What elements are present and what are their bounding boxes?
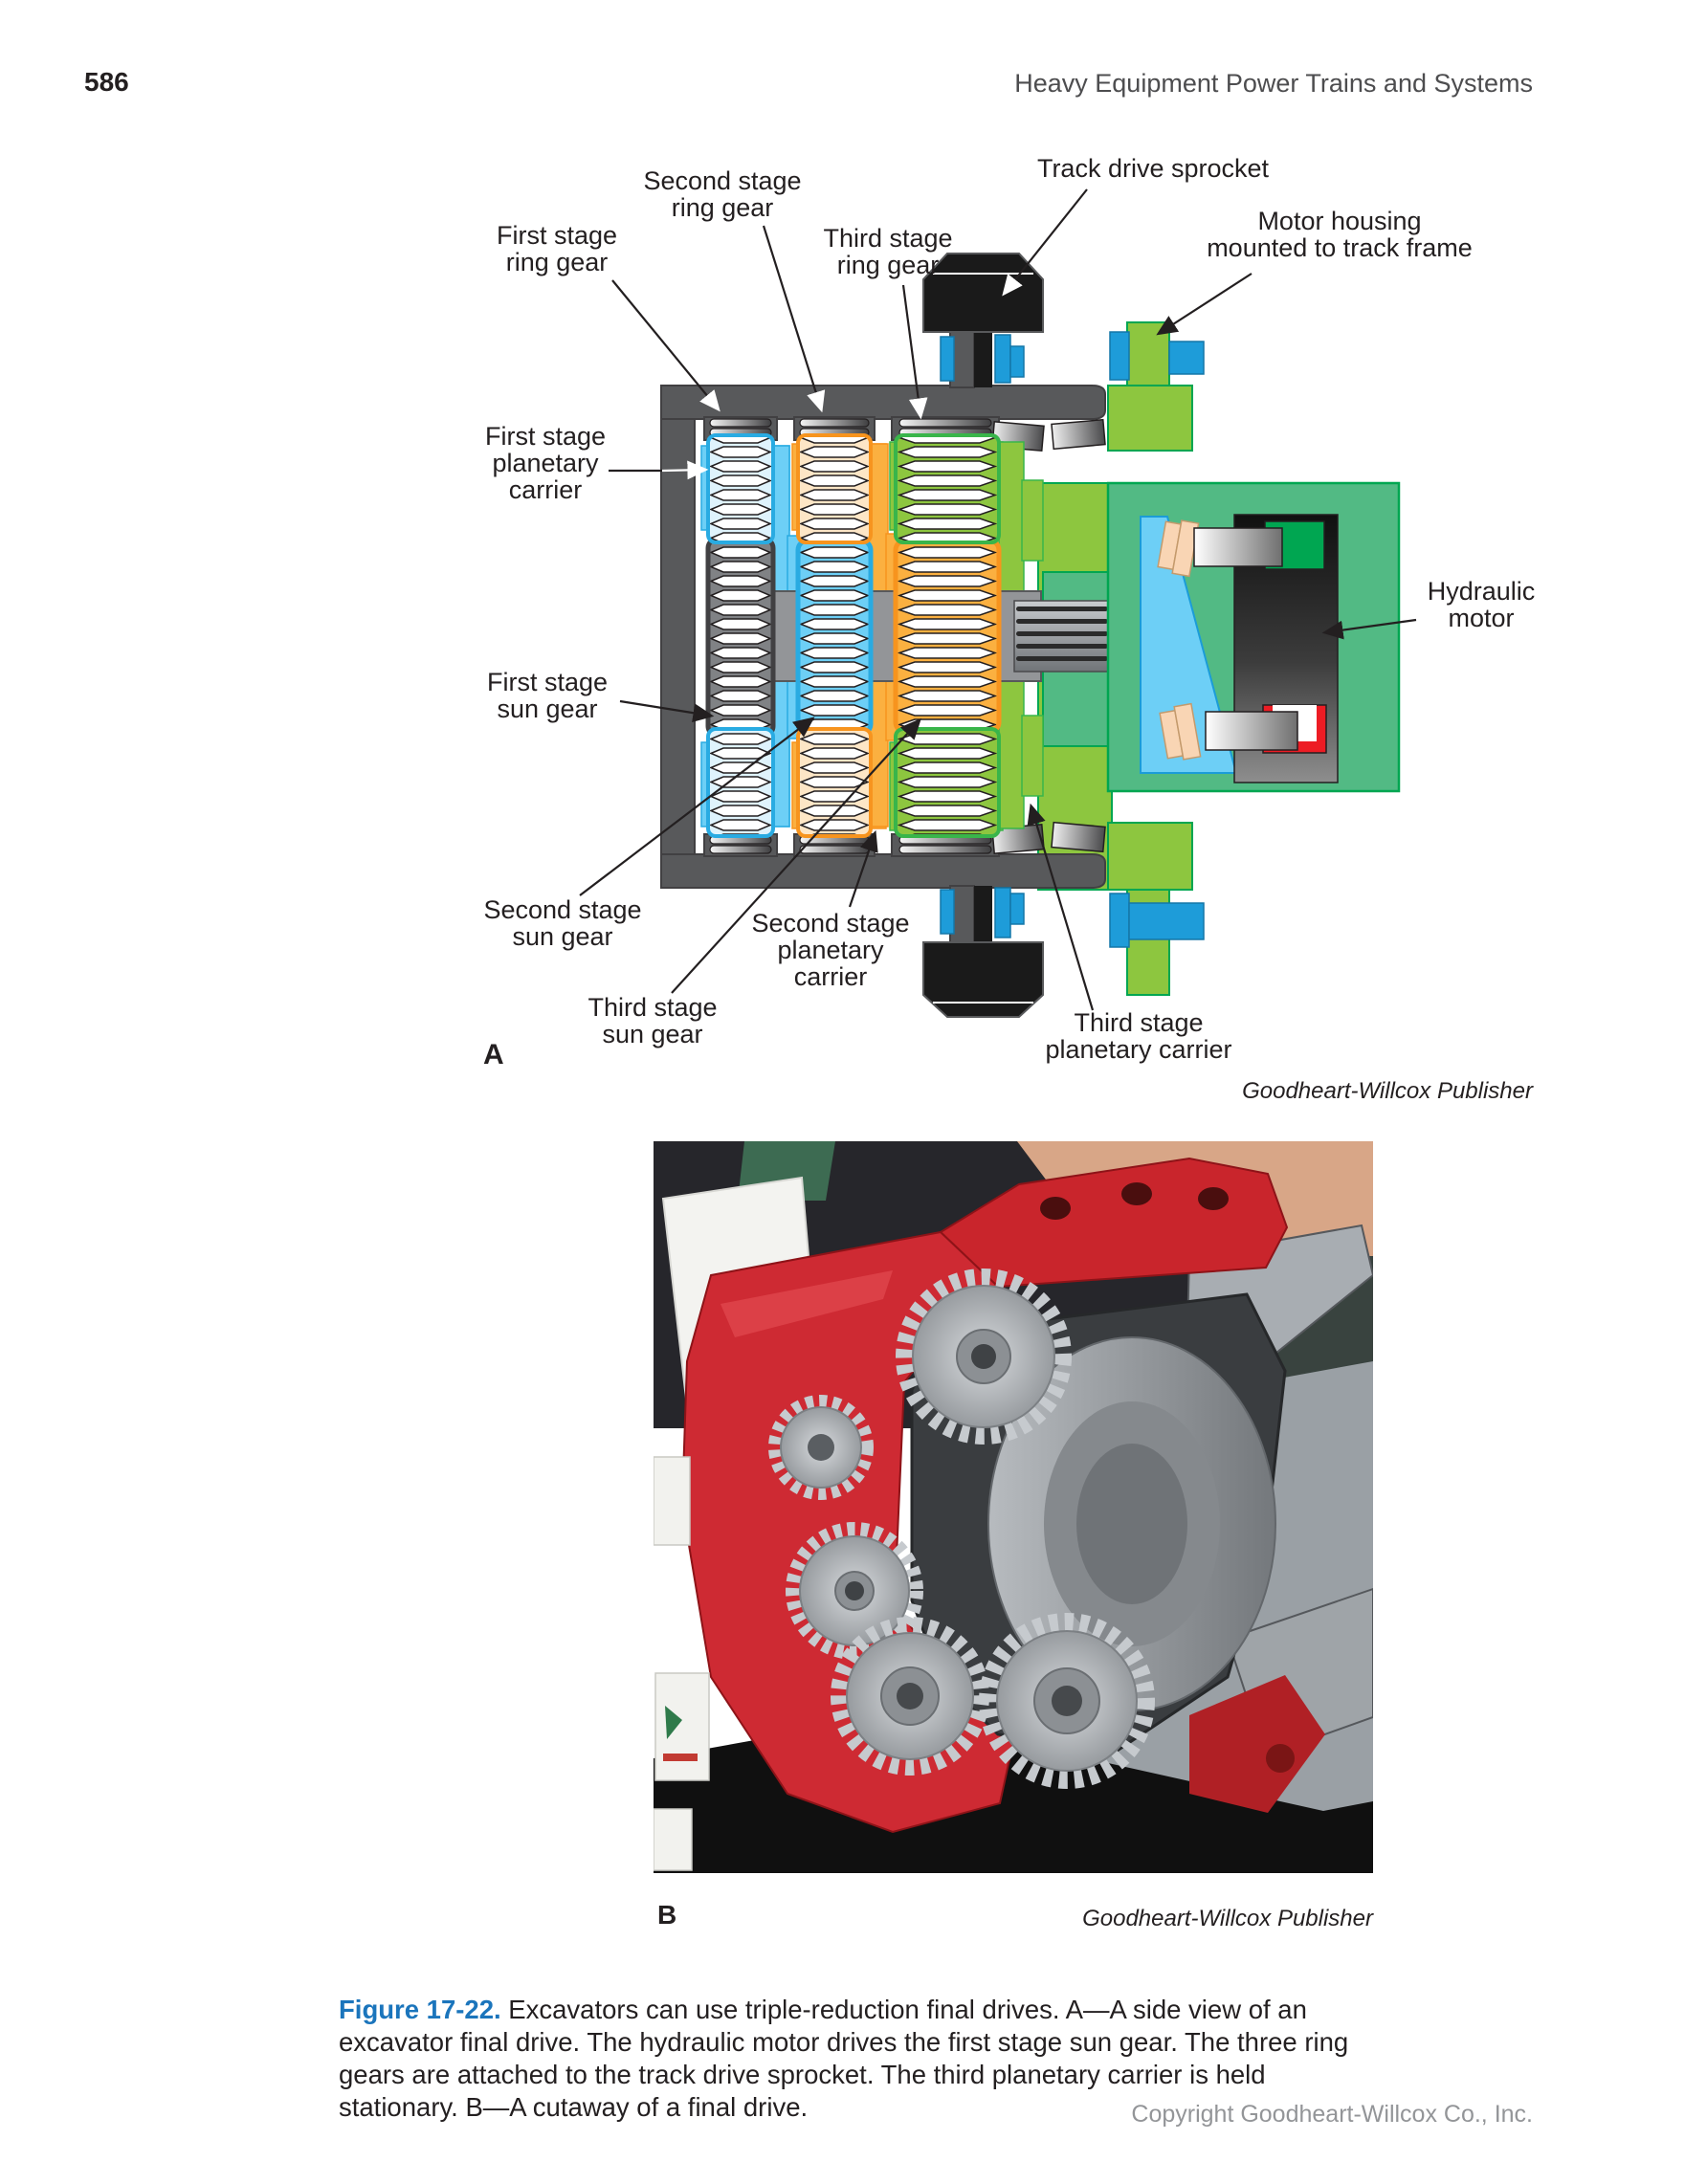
third-stage-sun-gear-shape <box>893 538 1002 735</box>
label-second-stage-sun-gear: Second stage <box>483 895 641 924</box>
figure-caption-number: Figure 17-22. <box>339 1994 501 2024</box>
svg-text:ring gear: ring gear <box>837 251 940 279</box>
credit-a: Goodheart-Willcox Publisher <box>1242 1078 1534 1104</box>
photo-gears <box>768 1268 1155 1789</box>
label-third-stage-ring-gear: Third stage <box>823 224 952 253</box>
label-hydraulic-motor: Hydraulic <box>1428 577 1536 606</box>
second-stage-planet-gears <box>796 433 873 838</box>
sprocket-bolts <box>940 334 1025 938</box>
svg-text:ring gear: ring gear <box>506 248 609 276</box>
svg-text:carrier: carrier <box>794 962 868 991</box>
svg-text:sun gear: sun gear <box>602 1020 702 1048</box>
leader-lines <box>579 188 1417 1011</box>
part-a-label: A <box>483 1039 504 1070</box>
svg-text:sun gear: sun gear <box>497 695 597 723</box>
final-drive-cutaway-photo <box>654 1141 1373 1873</box>
label-track-drive-sprocket: Track drive sprocket <box>1037 154 1270 183</box>
label-second-stage-planetary-carrier: Second stage <box>751 909 909 938</box>
svg-text:mounted to track frame: mounted to track frame <box>1207 233 1473 262</box>
label-second-stage-ring-gear: Second stage <box>643 166 801 195</box>
page-number: 586 <box>84 67 129 97</box>
credit-b: Goodheart-Willcox Publisher <box>1082 1906 1373 1931</box>
track-frame-bolts <box>1109 331 1205 948</box>
part-b-label: B <box>657 1900 677 1930</box>
svg-text:planetary carrier: planetary carrier <box>1045 1035 1231 1064</box>
photo-price-tags <box>654 1456 710 1871</box>
copyright-footer: Copyright Goodheart-Willcox Co., Inc. <box>1131 2101 1533 2128</box>
label-first-stage-planetary-carrier: First stage <box>485 422 606 451</box>
third-stage-planet-gears <box>894 433 1001 838</box>
label-first-stage-ring-gear: First stage <box>497 221 617 250</box>
first-stage-sun-gear-shape <box>705 536 776 739</box>
svg-text:planetary: planetary <box>777 936 884 964</box>
svg-text:ring gear: ring gear <box>672 193 774 222</box>
photo-ring-gear-drum <box>987 1336 1276 1711</box>
figure-caption: Figure 17-22. Excavators can use triple-… <box>339 1994 1391 2124</box>
svg-text:motor: motor <box>1448 604 1514 632</box>
first-stage-planet-gears <box>706 433 775 838</box>
track-drive-sprocket-shape <box>922 253 1044 1018</box>
label-motor-housing: Motor housing <box>1257 207 1421 235</box>
svg-text:planetary: planetary <box>492 449 599 477</box>
svg-text:carrier: carrier <box>509 475 583 504</box>
motor-piston-bottom <box>1159 702 1202 761</box>
figure-caption-text: Excavators can use triple-reduction fina… <box>339 1994 1349 2122</box>
final-drive-diagram: Second stage ring gear First stage ring … <box>483 154 1536 1104</box>
label-first-stage-sun-gear: First stage <box>487 668 608 696</box>
running-header-title: Heavy Equipment Power Trains and Systems <box>1014 69 1533 98</box>
hydraulic-motor-shape <box>1106 481 1401 793</box>
svg-text:sun gear: sun gear <box>512 922 612 951</box>
second-stage-sun-gear-shape <box>795 538 874 737</box>
label-third-stage-planetary-carrier: Third stage <box>1074 1008 1203 1037</box>
label-third-stage-sun-gear: Third stage <box>587 993 717 1022</box>
